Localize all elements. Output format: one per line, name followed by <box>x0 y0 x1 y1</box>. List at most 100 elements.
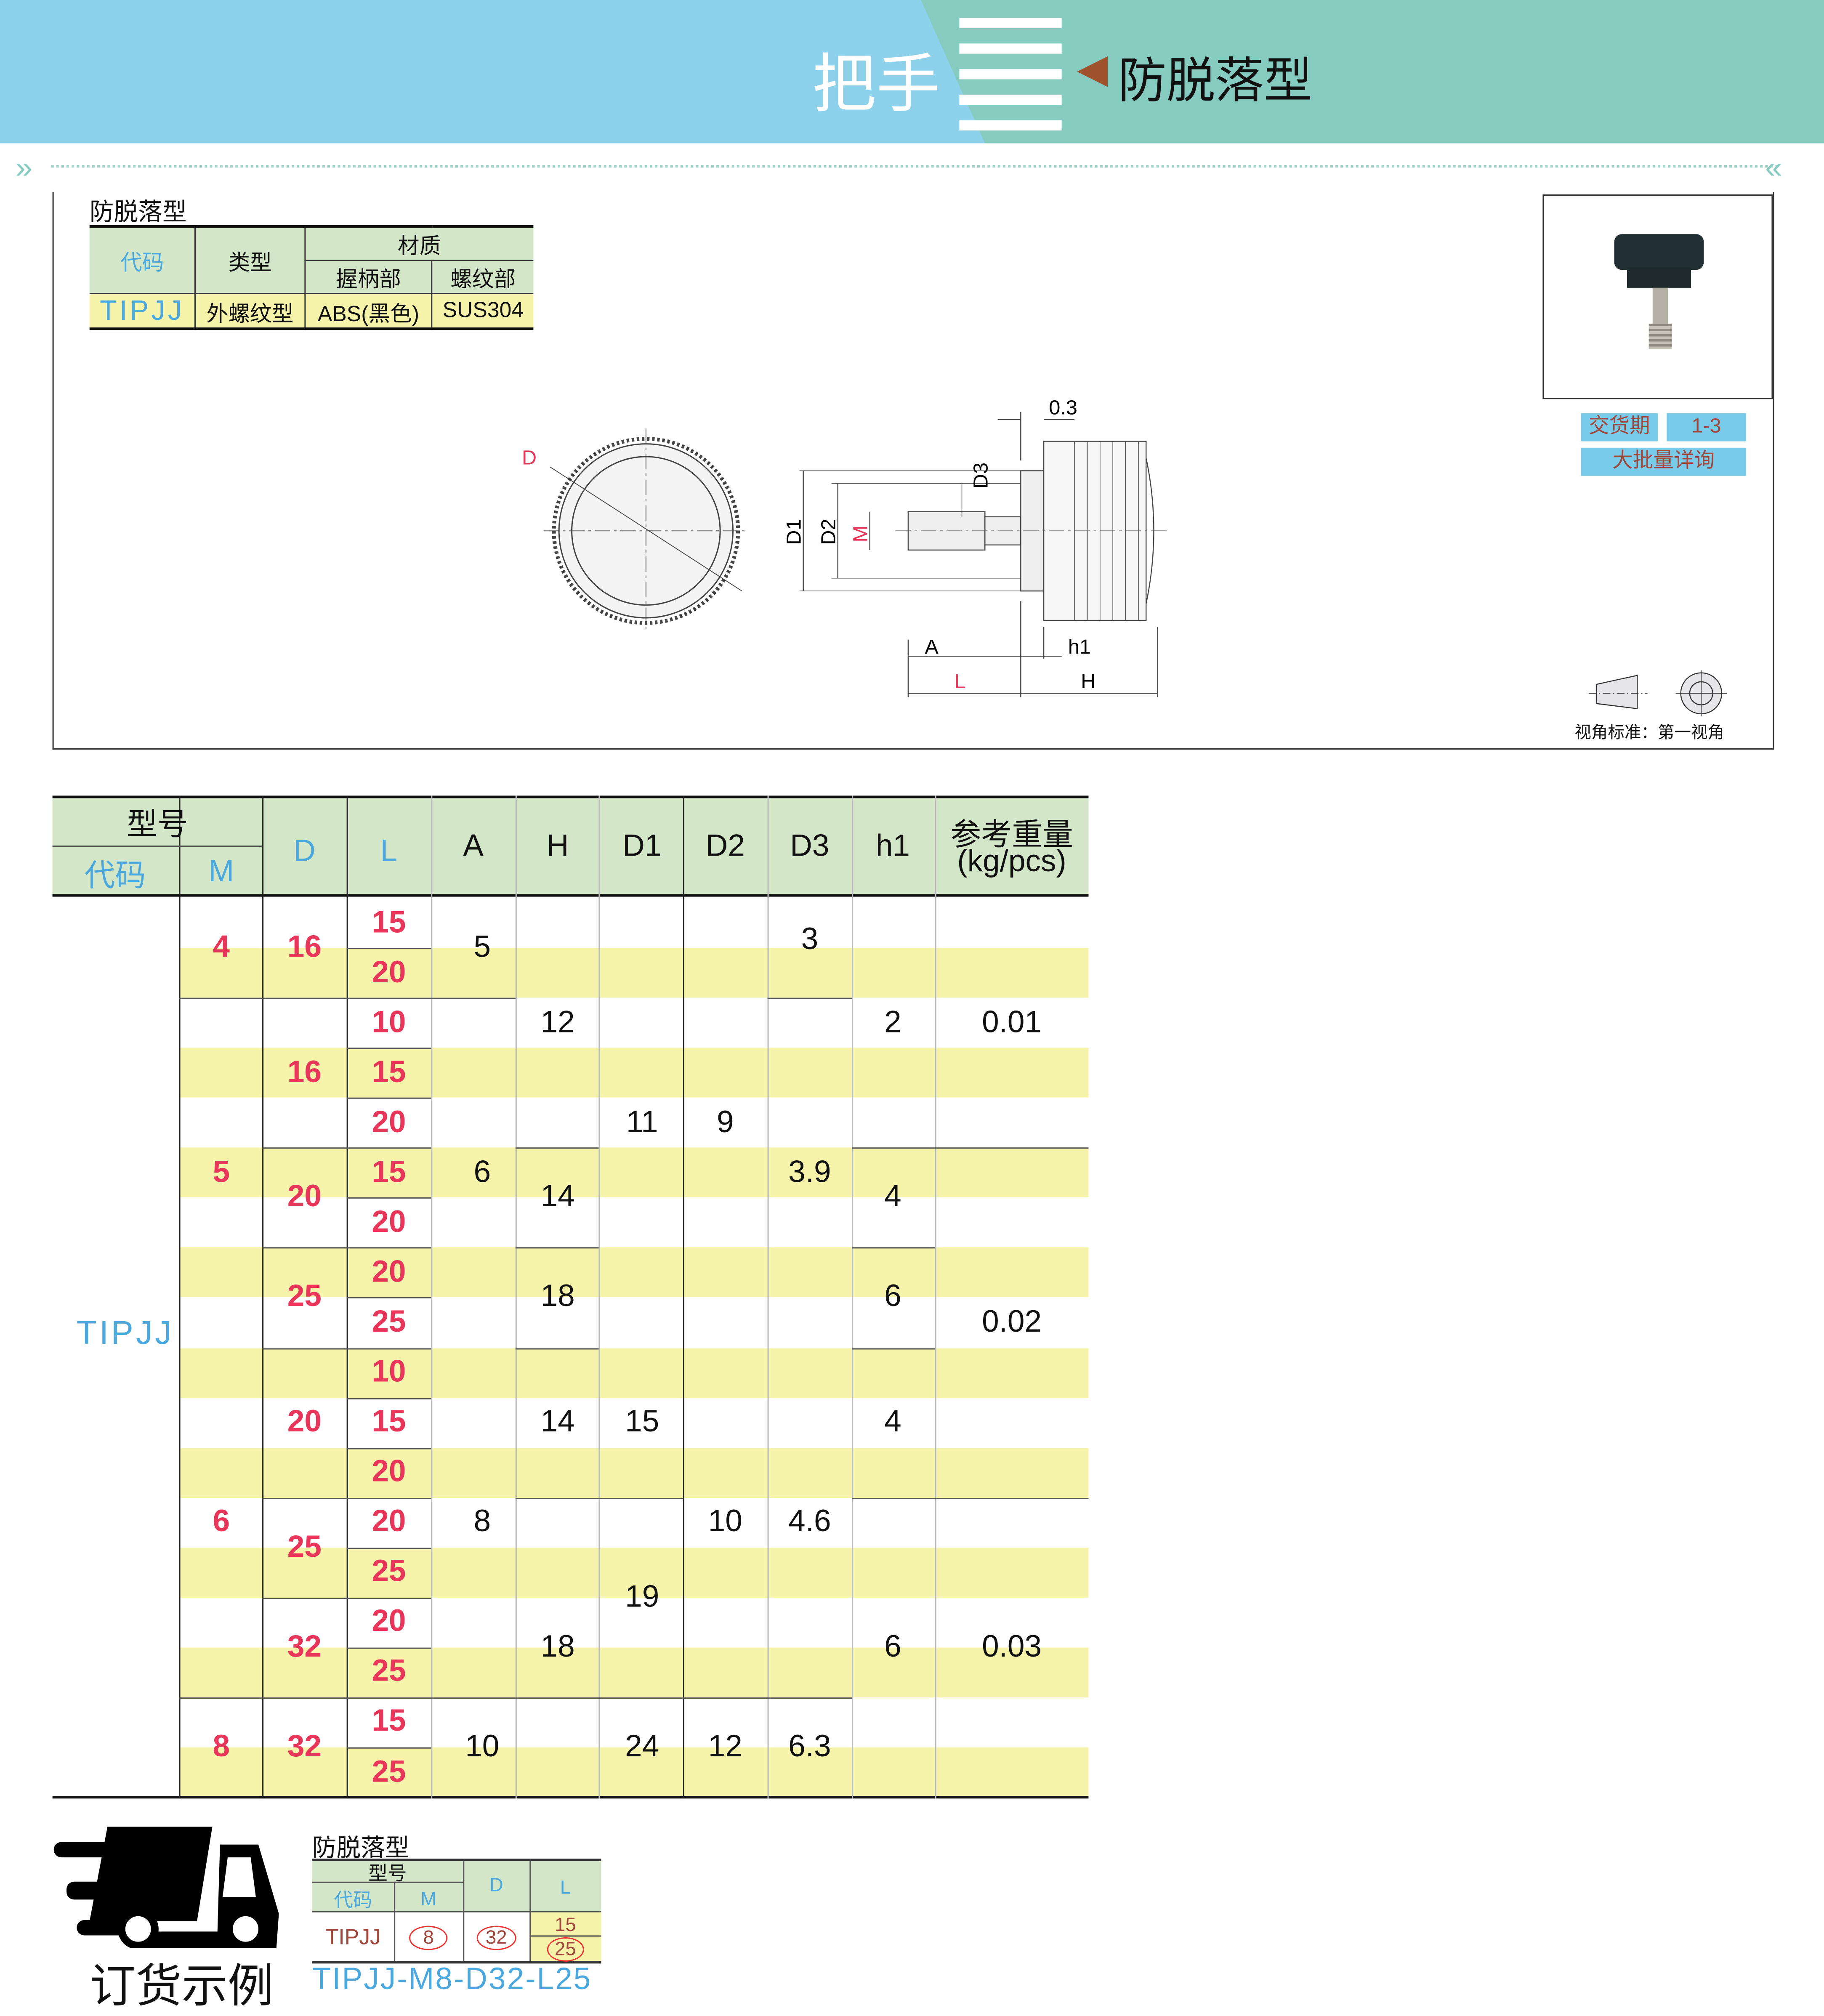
cell-l: 25 <box>372 1554 406 1589</box>
cell-l: 20 <box>372 1255 406 1290</box>
header-material: 材质 <box>304 226 534 261</box>
cell-d1: 19 <box>625 1580 659 1614</box>
header-M: M <box>208 854 234 889</box>
cell-l: 20 <box>372 955 406 990</box>
order-header-L: L <box>560 1877 571 1899</box>
cell-d1: 15 <box>625 1404 659 1439</box>
chevron-left-icon: « <box>1765 151 1782 186</box>
label-A: A <box>925 636 939 658</box>
banner-stripes-icon <box>921 0 1062 144</box>
cell-h: 12 <box>540 1005 575 1040</box>
cell-l: 25 <box>372 1654 406 1689</box>
cell-l: 15 <box>372 905 406 940</box>
cell-d2: 9 <box>716 1105 734 1140</box>
order-table: 型号 代码 M D L TIPJJ 8 32 15 25 <box>312 1859 601 1964</box>
cell-l: 20 <box>372 1105 406 1140</box>
cell-l: 20 <box>372 1455 406 1489</box>
bulk-inquiry: 大批量详询 <box>1581 447 1746 476</box>
cell-d: 20 <box>287 1180 322 1215</box>
cell-a: 10 <box>465 1729 500 1764</box>
header-h1: h1 <box>875 829 910 864</box>
cell-d2: 10 <box>708 1504 742 1540</box>
order-header-M: M <box>420 1888 437 1911</box>
cell-d: 32 <box>287 1629 322 1664</box>
header-type: 类型 <box>194 226 306 295</box>
header-D1: D1 <box>622 829 662 864</box>
label-D1: D1 <box>783 519 806 545</box>
label-H: H <box>1081 670 1095 693</box>
cell-l: 15 <box>372 1404 406 1439</box>
header-weight-unit: (kg/pcs) <box>957 844 1066 879</box>
banner-subtype: 防脱落型 <box>1118 55 1313 109</box>
cell-d: 32 <box>287 1729 322 1764</box>
spec-title: 防脱落型 <box>89 199 187 226</box>
header-model: 型号 <box>126 808 188 843</box>
cell-d: 25 <box>287 1529 322 1564</box>
label-M: M <box>849 525 872 543</box>
spec-frame <box>52 191 1774 750</box>
label-h1: h1 <box>1068 636 1091 658</box>
label-D3: D3 <box>969 463 992 489</box>
cell-d3: 4.6 <box>788 1504 831 1540</box>
order-header-code: 代码 <box>334 1890 372 1912</box>
cell-a: 8 <box>473 1504 491 1540</box>
cell-m: 6 <box>213 1504 230 1540</box>
cell-l: 20 <box>372 1504 406 1540</box>
cell-weight: 0.01 <box>982 1005 1042 1040</box>
label-D2: D2 <box>817 519 840 545</box>
cell-m: 8 <box>213 1729 230 1764</box>
cell-d3: 6.3 <box>788 1729 831 1764</box>
cell-m: 5 <box>213 1154 230 1190</box>
order-D: 32 <box>476 1926 516 1950</box>
cell-d1: 11 <box>626 1105 658 1140</box>
code-cell: TIPJJ <box>76 1313 175 1352</box>
cell-d: 16 <box>287 930 322 965</box>
order-table-title: 防脱落型 <box>312 1835 409 1863</box>
header-weight: 参考重量 <box>950 818 1073 853</box>
header-code: 代码 <box>89 226 196 295</box>
front-view <box>543 428 748 633</box>
label-L: L <box>954 670 965 693</box>
order-L1: 15 <box>555 1914 576 1936</box>
cell-h: 18 <box>540 1279 575 1314</box>
thread-value: SUS304 <box>431 293 534 330</box>
order-header-model: 型号 <box>368 1863 407 1885</box>
order-L2: 25 <box>547 1937 584 1962</box>
order-M: 8 <box>409 1926 448 1950</box>
header-D3: D3 <box>790 829 830 864</box>
order-code: TIPJJ <box>325 1925 381 1950</box>
header-code: 代码 <box>84 859 146 894</box>
cell-d3: 3.9 <box>788 1154 831 1190</box>
order-example-title: 订货示例 <box>89 1960 274 2012</box>
cell-weight: 0.02 <box>982 1305 1042 1340</box>
product-photo <box>1542 194 1773 399</box>
cell-d: 25 <box>287 1279 322 1314</box>
cell-h1: 4 <box>884 1404 901 1439</box>
delivery-value: 1-3 <box>1667 413 1746 441</box>
cell-weight: 0.03 <box>982 1629 1042 1664</box>
cell-d2: 12 <box>708 1729 742 1764</box>
header-L: L <box>380 834 398 869</box>
knob-icon <box>1614 234 1704 270</box>
type-value: 外螺纹型 <box>194 293 306 330</box>
technical-drawing: D 0.3 D3 D1 D2 M A L h1 H <box>522 396 1170 697</box>
label-gap: 0.3 <box>1049 396 1077 419</box>
arrow-left-icon <box>1077 56 1108 87</box>
header-A: A <box>463 829 484 864</box>
cell-m: 4 <box>213 930 230 965</box>
delivery-truck-icon <box>53 1827 279 1948</box>
cell-l: 15 <box>372 1704 406 1739</box>
cell-l: 10 <box>372 1005 406 1040</box>
cell-h1: 6 <box>884 1629 901 1664</box>
cell-l: 20 <box>372 1604 406 1639</box>
cell-h1: 6 <box>884 1279 901 1314</box>
cell-l: 15 <box>372 1055 406 1090</box>
cell-d1: 24 <box>625 1729 659 1764</box>
banner-category: 把手 <box>812 48 940 120</box>
view-standard-label: 视角标准：第一视角 <box>1574 719 1724 743</box>
delivery-label: 交货期 <box>1581 413 1658 441</box>
cell-d: 16 <box>287 1055 322 1090</box>
cell-l: 15 <box>372 1154 406 1190</box>
